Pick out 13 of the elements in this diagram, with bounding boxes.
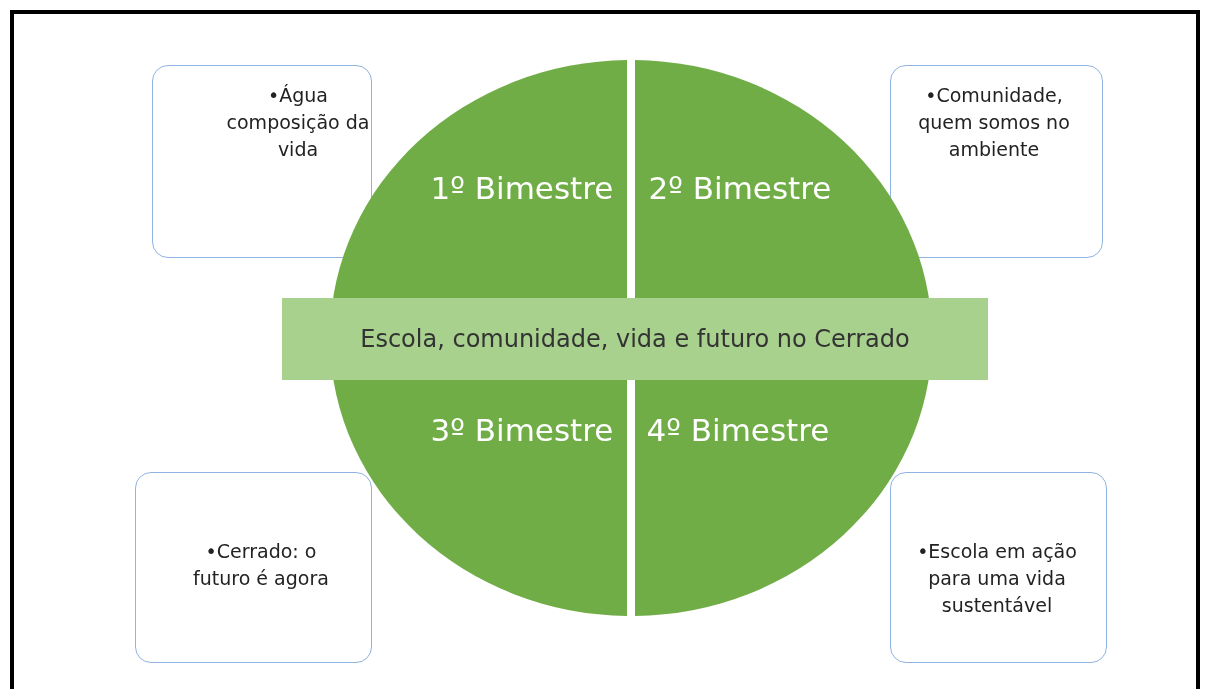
theme-banner: Escola, comunidade, vida e futuro no Cerrado [282, 298, 988, 380]
topic-text: •Água composição da vida [225, 83, 371, 162]
topic-card [152, 65, 372, 258]
period-label: 4º Bimestre [645, 411, 831, 450]
topic-card [135, 472, 372, 663]
period-label: 3º Bimestre [429, 411, 615, 450]
topic-text: •Comunidade, quem somos no ambiente [917, 83, 1071, 162]
period-label: 1º Bimestre [429, 169, 615, 208]
topic-card [890, 472, 1107, 663]
topic-text: •Cerrado: o futuro é agora [192, 539, 330, 591]
topic-card [890, 65, 1103, 258]
topic-text: •Escola em ação para uma vida sustentável [916, 539, 1078, 618]
period-label: 2º Bimestre [647, 169, 833, 208]
